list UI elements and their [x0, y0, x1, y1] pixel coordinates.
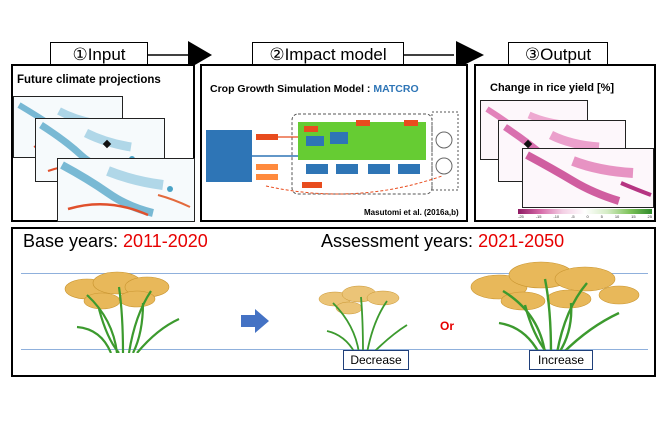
- colorbar-tick: -25: [518, 214, 524, 219]
- impact-panel-title: Crop Growth Simulation Model : MATCRO: [210, 83, 419, 95]
- step-impact-label: ②Impact model: [252, 42, 404, 68]
- yield-colorbar: [518, 209, 652, 214]
- rice-plant-decrease: [318, 285, 408, 353]
- climate-map-3-image: [58, 159, 194, 221]
- rice-plant-increase: [470, 261, 640, 353]
- reference-line-bottom: [21, 349, 648, 350]
- assessment-years-label: Assessment years:: [321, 231, 479, 251]
- impact-title-prefix: Crop Growth Simulation Model :: [210, 83, 374, 95]
- step-arrow-2: [404, 41, 484, 69]
- colorbar-tick: 25: [647, 214, 652, 219]
- yield-map-3: [522, 148, 654, 208]
- climate-map-3: [57, 158, 195, 222]
- input-panel: Future climate projections: [11, 64, 195, 222]
- colorbar-tick: -10: [553, 214, 560, 219]
- step-output-label: ③Output: [508, 42, 608, 68]
- colorbar-tick: 10: [614, 214, 620, 219]
- input-panel-title: Future climate projections: [17, 74, 161, 86]
- change-arrow: [241, 309, 269, 333]
- colorbar-tick: -5: [571, 214, 575, 219]
- reference-line-top: [21, 273, 648, 274]
- bottom-panel: Base years: 2011-2020 Assessment years: …: [11, 227, 656, 377]
- colorbar-tick: -15: [535, 214, 542, 219]
- matcro-schematic: [206, 111, 459, 195]
- colorbar-tick: 0: [586, 214, 589, 219]
- base-years-value: 2011-2020: [123, 231, 208, 251]
- increase-label: Increase: [529, 350, 593, 370]
- base-years-label: Base years:: [23, 231, 124, 251]
- decrease-label: Decrease: [343, 350, 409, 370]
- yield-colorbar-ticks: -25 -15 -10 -5 0 5 10 15 25: [518, 214, 652, 221]
- assessment-years-value: 2021-2050: [478, 231, 565, 251]
- output-panel-title: Change in rice yield [%]: [490, 82, 615, 94]
- colorbar-tick: 5: [600, 214, 603, 219]
- output-panel: Change in rice yield [%] -25 -15 -10 -5: [474, 64, 656, 222]
- assessment-years-heading: Assessment years: 2021-2050: [321, 231, 564, 252]
- impact-citation: Masutomi et al. (2016a,b): [364, 208, 459, 217]
- impact-panel: Crop Growth Simulation Model : MATCRO Ma…: [200, 64, 468, 222]
- step-arrow-1: [148, 41, 212, 69]
- or-label: Or: [440, 319, 455, 333]
- colorbar-tick: 15: [631, 214, 636, 219]
- yield-map-3-image: [523, 149, 653, 207]
- base-years-heading: Base years: 2011-2020: [23, 231, 208, 252]
- impact-title-model: MATCRO: [373, 83, 419, 95]
- rice-plant-base: [64, 271, 180, 353]
- step-input-label: ①Input: [50, 42, 148, 68]
